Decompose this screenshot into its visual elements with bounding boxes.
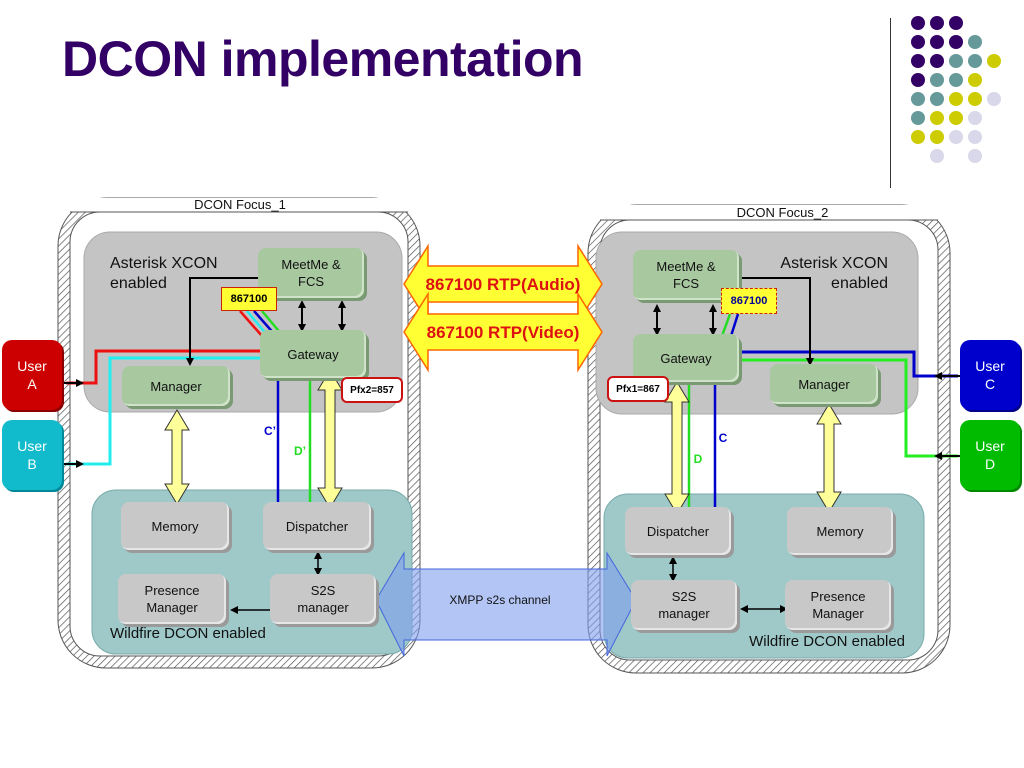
decor-dot (968, 111, 982, 125)
decor-dot (968, 130, 982, 144)
user-d-line2: D (984, 456, 996, 472)
focus1-gateway-label: Gateway (287, 346, 339, 362)
decor-dot (911, 130, 925, 144)
focus2-gateway-box[interactable]: Gateway (633, 334, 739, 382)
focus2-line-c-label: C (718, 431, 728, 445)
decor-dot (911, 35, 925, 49)
focus2-label: DCON Focus_2 (736, 205, 829, 220)
focus2-wildfire-label: Wildfire DCON enabled (749, 633, 905, 650)
focus2-xcon-label: Asterisk XCON enabled (780, 255, 888, 292)
decor-dot (987, 92, 1001, 106)
focus2-presence-label: Presence Manager (810, 589, 866, 621)
focus1-dispatcher-box[interactable]: Dispatcher (263, 502, 371, 550)
focus1-prefix-tag: 867100 (221, 287, 277, 311)
focus2-meetme-label: MeetMe & FCS (656, 259, 716, 291)
user-a-line1: User (17, 358, 47, 374)
decor-dot (930, 16, 944, 30)
focus2-gateway-label: Gateway (660, 350, 712, 366)
decor-dot (968, 92, 982, 106)
decor-dot (930, 130, 944, 144)
focus1-pfx-tag: Pfx2=857 (341, 377, 403, 403)
decor-dot (968, 54, 982, 68)
focus2-s2s-label: S2S manager (658, 589, 710, 621)
focus2-dispatcher-box[interactable]: Dispatcher (625, 507, 731, 555)
focus1-meetme-label: MeetMe & FCS (281, 257, 341, 289)
decor-dot (930, 149, 944, 163)
focus1-gateway-box[interactable]: Gateway (260, 330, 366, 378)
focus1-dispatcher-label: Dispatcher (285, 518, 349, 534)
focus2-dispatcher-label: Dispatcher (646, 523, 710, 539)
decor-dot (949, 73, 963, 87)
focus2-line-d-label: D (693, 452, 703, 466)
focus1-s2s-box[interactable]: S2S manager (270, 574, 376, 624)
decor-divider (890, 18, 891, 188)
decor-dot (987, 54, 1001, 68)
focus2-prefix-tag: 867100 (721, 288, 777, 314)
focus1-xcon-label: Asterisk XCON enabled (110, 255, 218, 292)
focus1-memory-label: Memory (151, 518, 199, 534)
focus2-s2s-box[interactable]: S2S manager (631, 580, 737, 630)
focus1-presence-box[interactable]: Presence Manager (118, 574, 226, 624)
decor-dot (968, 35, 982, 49)
rtp-video-arrow (403, 291, 603, 373)
focus2-memory-label: Memory (816, 523, 864, 539)
focus2-manager-box[interactable]: Manager (770, 364, 878, 404)
decor-dot (911, 111, 925, 125)
user-c-line2: C (984, 376, 996, 392)
decor-dot (930, 35, 944, 49)
decor-dot (949, 16, 963, 30)
focus2-pfx-tag: Pfx1=867 (607, 376, 669, 402)
user-c-line1: User (975, 358, 1005, 374)
user-b-line1: User (17, 438, 47, 454)
rtp-audio-label: 867100 RTP(Audio) (425, 275, 581, 294)
decor-dot (949, 92, 963, 106)
focus1-manager-label: Manager (150, 378, 202, 394)
focus1-line-d-label: D’ (294, 444, 306, 458)
focus1-presence-label: Presence Manager (144, 583, 200, 615)
focus1-s2s-label: S2S manager (297, 583, 349, 615)
focus2-meetme-box[interactable]: MeetMe & FCS (633, 250, 739, 300)
decor-dot (930, 73, 944, 87)
decor-dot (930, 111, 944, 125)
user-d-line1: User (975, 438, 1005, 454)
decor-dot (968, 73, 982, 87)
focus1-line-c-label: C’ (264, 424, 276, 438)
focus1-manager-box[interactable]: Manager (122, 366, 230, 406)
decor-dot (949, 35, 963, 49)
slide-title: DCON implementation (62, 31, 584, 87)
focus1-connectors (48, 277, 346, 614)
decor-dot (968, 149, 982, 163)
user-b-line2: B (27, 456, 37, 472)
decor-dot (930, 92, 944, 106)
focus1-memory-box[interactable]: Memory (121, 502, 229, 550)
focus1-wildfire-label: Wildfire DCON enabled (110, 625, 266, 642)
decor-dot (949, 111, 963, 125)
focus2-manager-label: Manager (798, 376, 850, 392)
decor-dot (911, 16, 925, 30)
focus2-presence-box[interactable]: Presence Manager (785, 580, 891, 630)
focus1-meetme-box[interactable]: MeetMe & FCS (258, 248, 364, 298)
decor-dot (911, 54, 925, 68)
user-a-line2: A (27, 376, 37, 392)
decor-dot (911, 73, 925, 87)
focus2-memory-box[interactable]: Memory (787, 507, 893, 555)
decor-dot (949, 130, 963, 144)
decor-dot (949, 54, 963, 68)
focus1-label: DCON Focus_1 (194, 197, 286, 212)
rtp-video-label: 867100 RTP(Video) (426, 323, 580, 342)
xmpp-channel-label: XMPP s2s channel (449, 593, 551, 607)
decor-dot (911, 92, 925, 106)
decor-dot (930, 54, 944, 68)
